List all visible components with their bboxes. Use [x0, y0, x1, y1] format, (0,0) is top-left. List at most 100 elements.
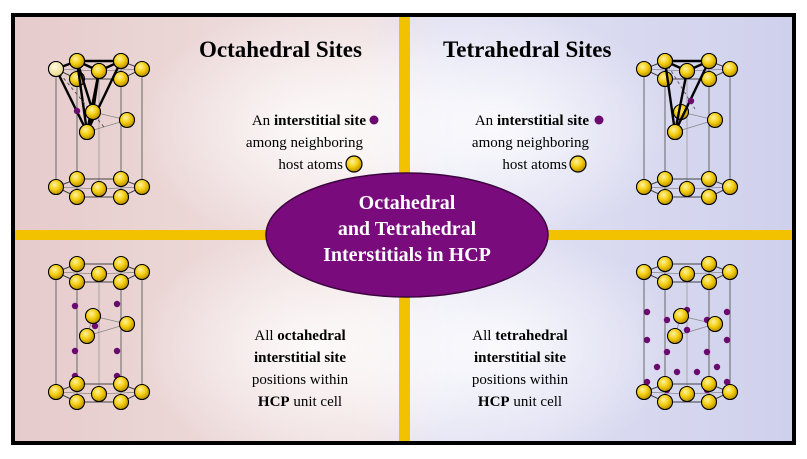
host-atom — [90, 265, 108, 283]
host-atom — [656, 375, 674, 393]
diagram-svg: Octahedral Sites Tetrahedral Sites An in… — [15, 17, 792, 441]
lattice-edge — [75, 60, 89, 133]
host-atom — [700, 375, 718, 393]
interstitial-site — [643, 378, 651, 386]
all-octahedral-description: All octahedral interstitial site positio… — [252, 328, 349, 410]
host-atom — [68, 255, 86, 273]
hcp-cell-all-octahedral-sites — [47, 255, 151, 411]
description-line-1: An interstitial site — [475, 113, 589, 129]
interstitial-site — [73, 107, 81, 115]
interstitial-site — [643, 308, 651, 316]
host-atom — [133, 178, 151, 196]
host-atom — [706, 111, 724, 129]
host-atom — [47, 263, 65, 281]
host-atom — [90, 62, 108, 80]
interstitial-site — [71, 347, 79, 355]
diagram-frame: Octahedral Sites Tetrahedral Sites An in… — [11, 13, 796, 445]
host-atom — [656, 273, 674, 291]
hcp-cell-tetrahedral-site — [635, 52, 739, 206]
host-atom — [68, 273, 86, 291]
host-atom — [656, 170, 674, 188]
center-title-badge: Octahedral and Tetrahedral Interstitials… — [265, 172, 549, 298]
description-line-2: interstitial site — [254, 350, 346, 366]
host-atom — [656, 255, 674, 273]
host-atom — [78, 123, 96, 141]
host-atom — [118, 315, 136, 333]
host-atom — [112, 170, 130, 188]
hcp-cell-octahedral-site — [47, 52, 151, 206]
host-atom — [635, 60, 653, 78]
host-atom — [678, 385, 696, 403]
interstitial-site — [643, 336, 651, 344]
host-atom — [666, 327, 684, 345]
description-line-1: All octahedral — [254, 328, 345, 344]
description-line-1: An interstitial site — [252, 113, 366, 129]
center-title-line-1: Octahedral — [359, 192, 456, 214]
all-tetrahedral-description: All tetrahedral interstitial site positi… — [472, 328, 569, 410]
lattice-edge — [85, 60, 123, 133]
interstitial-site — [663, 348, 671, 356]
interstitial-site — [693, 368, 701, 376]
host-atom — [112, 255, 130, 273]
host-atom — [133, 60, 151, 78]
interstitial-legend-dot — [369, 115, 379, 125]
host-atom — [678, 62, 696, 80]
description-line-3: positions within — [252, 372, 349, 388]
interstitial-site — [113, 300, 121, 308]
interstitial-site — [71, 302, 79, 310]
center-title-line-3: Interstitials in HCP — [323, 244, 491, 266]
host-atom-legend — [345, 155, 363, 173]
interstitial-site — [687, 97, 695, 105]
host-atom — [112, 52, 130, 70]
host-atom — [666, 123, 684, 141]
host-atom — [700, 188, 718, 206]
host-atom — [678, 180, 696, 198]
host-atom — [656, 52, 674, 70]
lattice-edge — [663, 60, 677, 133]
host-atom — [706, 315, 724, 333]
octahedral-site-description: An interstitial site among neighboring h… — [246, 113, 379, 173]
host-atom — [635, 383, 653, 401]
host-atom — [672, 307, 690, 325]
diagram-canvas: Octahedral Sites Tetrahedral Sites An in… — [15, 17, 792, 441]
lattice-edge — [673, 60, 711, 133]
description-line-2: among neighboring — [472, 135, 590, 151]
interstitial-site — [113, 347, 121, 355]
host-atom-legend — [569, 155, 587, 173]
interstitial-site — [723, 308, 731, 316]
host-atom — [112, 375, 130, 393]
host-atom — [133, 263, 151, 281]
host-atom — [700, 393, 718, 411]
description-line-2: among neighboring — [246, 135, 364, 151]
interstitial-site — [683, 326, 691, 334]
lattice-edge — [673, 70, 689, 133]
host-atom — [47, 178, 65, 196]
tetrahedral-site-description: An interstitial site among neighboring h… — [472, 113, 604, 173]
description-line-3: host atoms — [502, 157, 567, 173]
host-atom — [721, 178, 739, 196]
host-atom — [656, 70, 674, 88]
host-atom — [700, 273, 718, 291]
host-atom — [68, 393, 86, 411]
host-atom — [656, 188, 674, 206]
description-line-4: HCP unit cell — [478, 394, 562, 410]
host-atom — [112, 393, 130, 411]
interstitial-site — [673, 368, 681, 376]
center-title-line-2: and Tetrahedral — [338, 218, 477, 240]
host-atom — [700, 52, 718, 70]
host-atom — [84, 307, 102, 325]
description-line-1: All tetrahedral — [472, 328, 567, 344]
host-atom — [78, 327, 96, 345]
host-atom — [68, 170, 86, 188]
host-atom — [47, 383, 65, 401]
description-line-4: HCP unit cell — [258, 394, 342, 410]
interstitial-site — [713, 363, 721, 371]
host-atom — [68, 375, 86, 393]
interstitial-site — [91, 322, 99, 330]
interstitial-site — [663, 316, 671, 324]
host-atom — [635, 178, 653, 196]
lattice-edge — [75, 60, 95, 113]
host-atom — [47, 60, 65, 78]
hcp-cell-all-tetrahedral-sites — [635, 255, 739, 411]
host-atom — [678, 265, 696, 283]
